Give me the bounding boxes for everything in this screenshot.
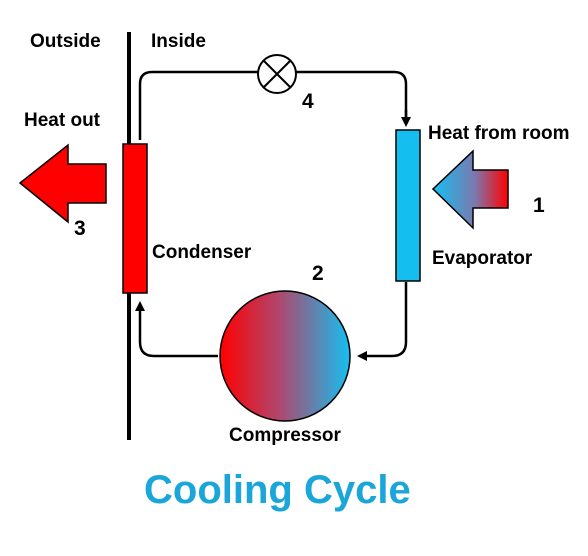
expansion-valve-icon [257,54,297,94]
heat-out-label: Heat out [24,110,101,131]
heat-in-arrow-icon [431,149,509,230]
compressor-label: Compressor [229,425,342,446]
evaporator-coil [395,129,421,282]
step-3-number: 3 [74,217,86,240]
evaporator-label: Evaporator [432,248,533,269]
pipe-compressor-to-condenser [135,301,218,358]
compressor-unit [219,290,351,422]
condenser-coil [122,143,148,294]
heat-from-room-label: Heat from room [428,123,569,144]
inside-label: Inside [151,31,206,52]
step-4-number: 4 [302,90,314,113]
step-1-number: 1 [533,194,545,217]
heat-out-arrow-icon [18,143,107,224]
step-2-number: 2 [312,262,324,285]
pipe-evaporator-to-compressor [357,282,408,361]
pipe-condenser-to-evaporator [138,70,408,140]
condenser-label: Condenser [152,242,252,263]
outside-label: Outside [30,31,101,52]
diagram-title: Cooling Cycle [144,468,411,512]
